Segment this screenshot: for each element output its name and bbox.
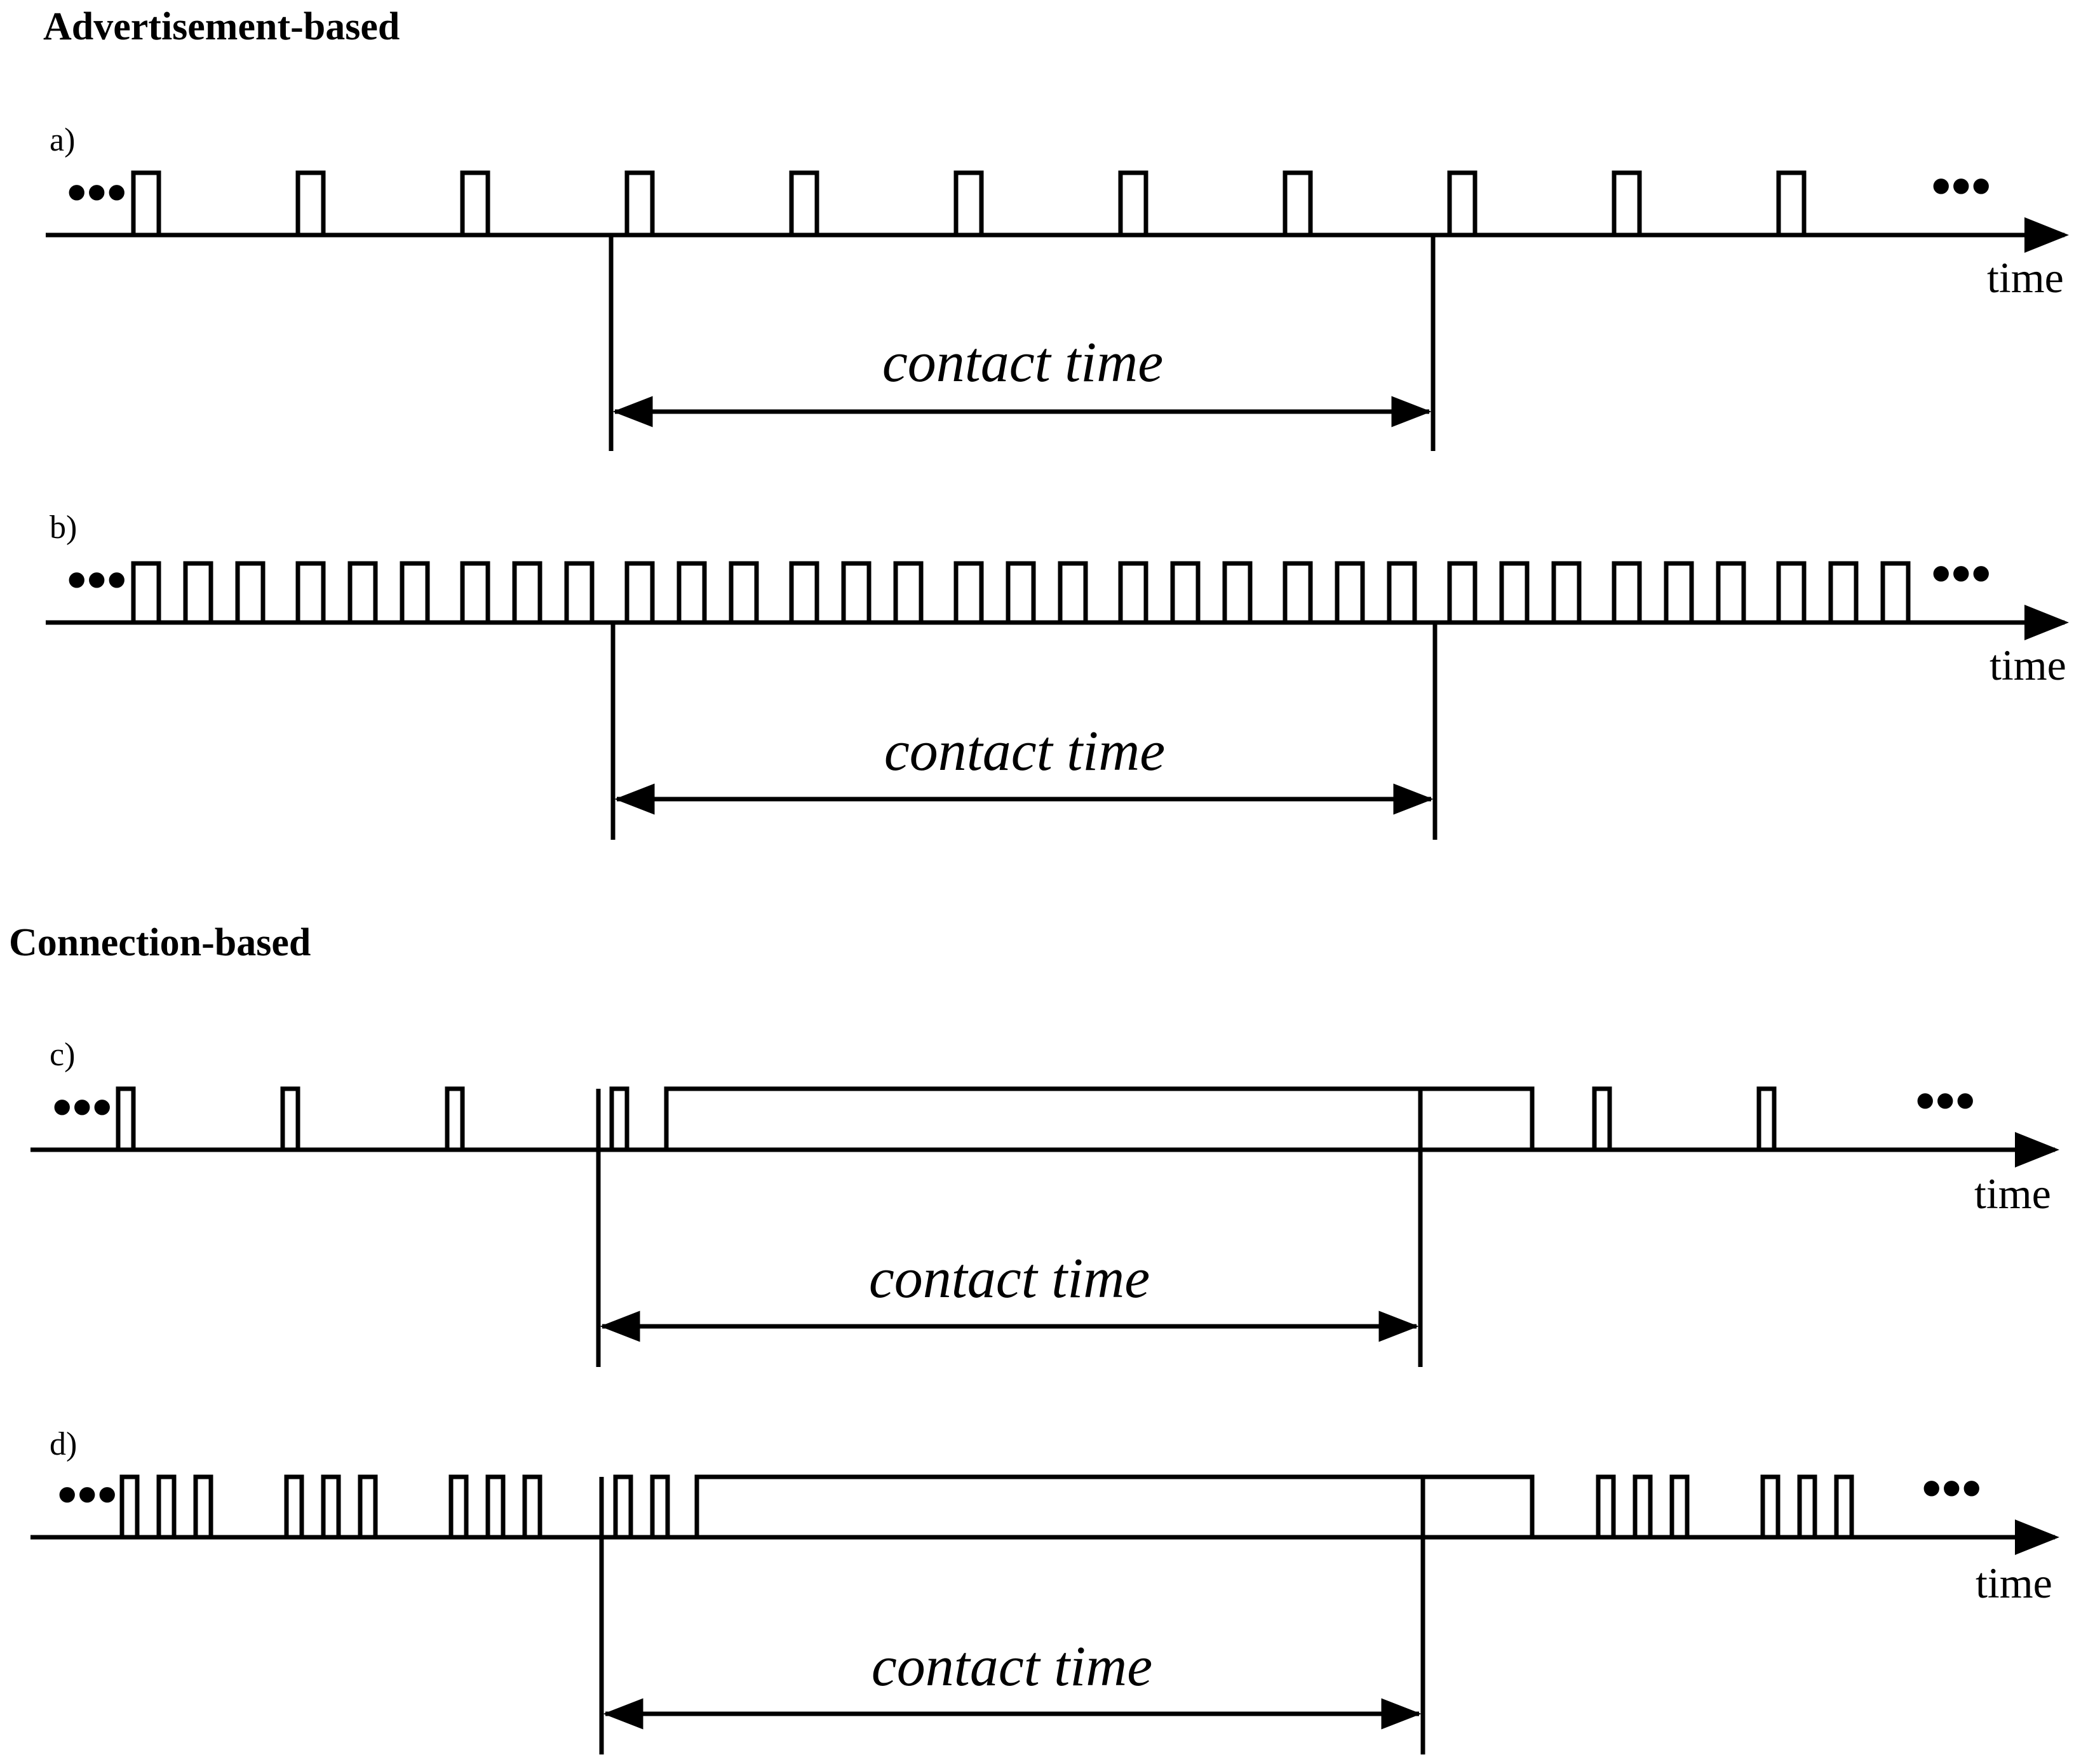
advertising-pulse	[358, 1474, 378, 1540]
advertising-pulse	[280, 1086, 300, 1152]
time-axis-label: time	[1987, 253, 2064, 302]
advertising-pulse	[1612, 170, 1642, 238]
advertising-pulse	[613, 1474, 633, 1540]
advertising-pulse	[445, 1086, 465, 1152]
advertising-pulse	[1633, 1474, 1653, 1540]
advertising-pulse	[1880, 561, 1911, 625]
advertising-pulse	[1834, 1474, 1854, 1540]
advertising-pulse	[131, 561, 161, 625]
advertising-pulse	[1716, 561, 1746, 625]
advertising-pulse	[1118, 170, 1148, 238]
advertising-pulse	[564, 561, 595, 625]
advertising-pulse	[1776, 561, 1807, 625]
advertising-pulse	[624, 170, 655, 238]
advertising-pulse	[1222, 561, 1253, 625]
advertising-pulse	[677, 561, 707, 625]
ellipsis-right: •••	[1931, 542, 1991, 605]
advertising-pulse	[295, 561, 326, 625]
advertising-pulse	[1756, 1086, 1777, 1152]
advertising-pulse	[1664, 561, 1694, 625]
advertising-pulse	[624, 561, 655, 625]
advertising-pulse	[460, 170, 490, 238]
panel-label: b)	[50, 509, 77, 546]
contact-time-label: contact time	[882, 331, 1163, 394]
advertising-pulse	[131, 170, 161, 238]
advertising-pulse	[789, 170, 819, 238]
advertising-pulse	[1283, 561, 1313, 625]
advertising-pulse	[953, 561, 984, 625]
contact-time-label: contact time	[869, 1247, 1150, 1310]
advertising-pulse	[953, 170, 984, 238]
advertising-pulse	[1118, 561, 1148, 625]
advertising-pulse	[1006, 561, 1036, 625]
advertising-pulse	[512, 561, 542, 625]
ellipsis-left: •••	[67, 161, 127, 224]
ellipsis-left: •••	[52, 1076, 112, 1139]
panel-b: b) time ••• ••• contact time	[46, 509, 2069, 840]
advertising-pulse	[1283, 170, 1313, 238]
panel-d: d) time ••• ••• contact time	[30, 1426, 2059, 1754]
ellipsis-right: •••	[1922, 1457, 1982, 1520]
time-axis-label: time	[1990, 641, 2066, 689]
advertising-pulse	[448, 1474, 469, 1540]
advertising-pulse	[400, 561, 430, 625]
connection-event-block	[664, 1086, 1535, 1152]
panel-c: c) time ••• ••• contact time	[30, 1037, 2059, 1367]
timing-panels: a) time ••• ••• contact time b) time ••• ••• cont…	[30, 122, 2069, 1754]
advertising-pulse	[1596, 1474, 1616, 1540]
advertising-pulse	[295, 170, 326, 238]
advertising-pulse	[1387, 561, 1417, 625]
panel-label: a)	[50, 122, 75, 158]
advertising-pulse	[1170, 561, 1201, 625]
advertising-pulse	[1058, 561, 1088, 625]
heading-advertisement-based: Advertisement-based	[43, 5, 400, 48]
advertising-pulse	[1551, 561, 1582, 625]
advertising-pulse	[1828, 561, 1859, 625]
advertising-pulse	[1776, 170, 1807, 238]
advertising-pulse	[1669, 1474, 1690, 1540]
connection-event-block	[694, 1474, 1535, 1540]
advertising-pulse	[116, 1086, 136, 1152]
advertising-pulse	[347, 561, 378, 625]
advertising-pulse	[789, 561, 819, 625]
advertising-pulse	[235, 561, 266, 625]
advertising-pulse	[183, 561, 213, 625]
advertising-pulse	[321, 1474, 341, 1540]
advertising-pulse	[1447, 170, 1478, 238]
advertising-pulse	[1447, 561, 1478, 625]
ellipsis-right: •••	[1931, 155, 1991, 218]
advertising-pulse	[729, 561, 759, 625]
advertising-pulse	[1612, 561, 1642, 625]
advertising-pulse	[119, 1474, 140, 1540]
advertising-pulse	[1760, 1474, 1781, 1540]
panel-label: d)	[50, 1426, 77, 1462]
contact-time-label: contact time	[872, 1635, 1152, 1698]
advertising-pulse	[1335, 561, 1365, 625]
ellipsis-left: •••	[57, 1464, 118, 1526]
advertising-pulse	[193, 1474, 213, 1540]
advertising-pulse	[1592, 1086, 1612, 1152]
advertising-pulse	[156, 1474, 177, 1540]
advertising-pulse	[609, 1086, 630, 1152]
panel-label: c)	[50, 1037, 75, 1073]
time-axis-label: time	[1974, 1169, 2051, 1218]
contact-time-label: contact time	[884, 720, 1165, 783]
ellipsis-left: •••	[67, 549, 127, 612]
advertising-pulse	[893, 561, 924, 625]
advertising-pulse	[1499, 561, 1530, 625]
advertising-pulse	[650, 1474, 670, 1540]
advertising-pulse	[522, 1474, 542, 1540]
ellipsis-right: •••	[1915, 1070, 1976, 1133]
advertising-pulse	[1797, 1474, 1817, 1540]
time-axis-label: time	[1976, 1559, 2052, 1607]
advertising-pulse	[460, 561, 490, 625]
advertising-pulse	[485, 1474, 506, 1540]
advertising-pulse	[841, 561, 872, 625]
advertising-pulse	[284, 1474, 304, 1540]
heading-connection-based: Connection-based	[9, 921, 311, 964]
panel-a: a) time ••• ••• contact time	[46, 122, 2069, 451]
